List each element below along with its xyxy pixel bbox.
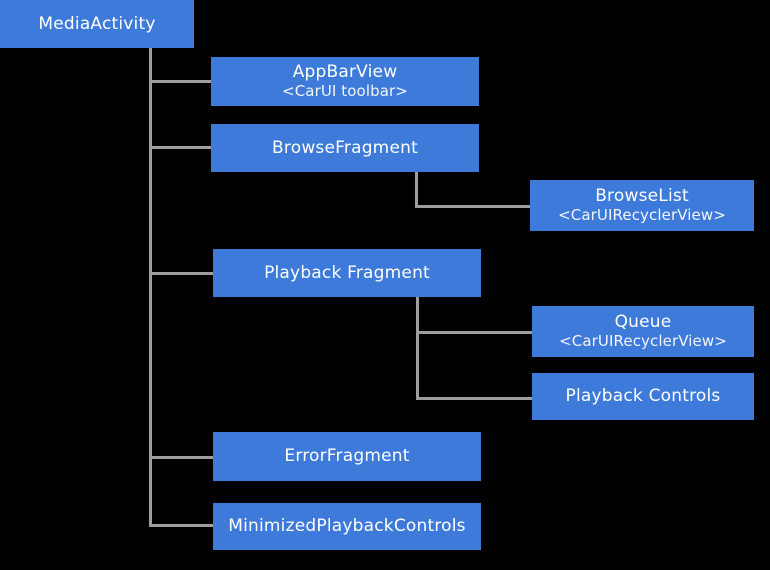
connector-browse-fragment-drop bbox=[415, 172, 418, 208]
node-browse-fragment[interactable]: BrowseFragment bbox=[211, 124, 479, 172]
node-media-activity-title: MediaActivity bbox=[38, 13, 156, 34]
node-app-bar-view-subtitle: <CarUI toolbar> bbox=[282, 82, 408, 101]
node-browse-fragment-title: BrowseFragment bbox=[272, 137, 418, 158]
connector-media-activity-trunk bbox=[149, 48, 152, 527]
connector-media-activity-to-browse-fragment bbox=[149, 146, 213, 149]
node-error-fragment-title: ErrorFragment bbox=[284, 446, 410, 467]
node-queue-subtitle: <CarUIRecyclerView> bbox=[559, 332, 727, 351]
node-browse-list-title: BrowseList bbox=[595, 186, 689, 207]
connector-playback-fragment-drop bbox=[416, 297, 419, 400]
connector-media-activity-to-app-bar-view bbox=[149, 80, 212, 83]
node-playback-controls[interactable]: Playback Controls bbox=[532, 373, 754, 420]
node-browse-list-subtitle: <CarUIRecyclerView> bbox=[558, 206, 726, 225]
connector-media-activity-to-minimized-playback-controls bbox=[149, 524, 213, 527]
node-media-activity[interactable]: MediaActivity bbox=[0, 0, 194, 48]
node-error-fragment[interactable]: ErrorFragment bbox=[213, 432, 481, 481]
connector-media-activity-to-error-fragment bbox=[149, 456, 213, 459]
connector-browse-fragment-to-browse-list bbox=[415, 205, 531, 208]
connector-playback-fragment-to-queue bbox=[416, 331, 533, 334]
connector-playback-fragment-to-playback-controls bbox=[416, 397, 533, 400]
node-playback-fragment-title: Playback Fragment bbox=[264, 262, 430, 283]
node-queue-title: Queue bbox=[614, 312, 672, 333]
node-browse-list[interactable]: BrowseList <CarUIRecyclerView> bbox=[530, 180, 754, 231]
connector-media-activity-to-playback-fragment bbox=[149, 272, 213, 275]
node-playback-fragment[interactable]: Playback Fragment bbox=[213, 249, 481, 297]
node-app-bar-view[interactable]: AppBarView <CarUI toolbar> bbox=[211, 57, 479, 106]
node-minimized-playback-controls[interactable]: MinimizedPlaybackControls bbox=[213, 503, 481, 550]
node-playback-controls-title: Playback Controls bbox=[565, 386, 721, 407]
node-minimized-playback-controls-title: MinimizedPlaybackControls bbox=[228, 516, 466, 537]
node-queue[interactable]: Queue <CarUIRecyclerView> bbox=[532, 306, 754, 357]
node-app-bar-view-title: AppBarView bbox=[292, 62, 398, 83]
